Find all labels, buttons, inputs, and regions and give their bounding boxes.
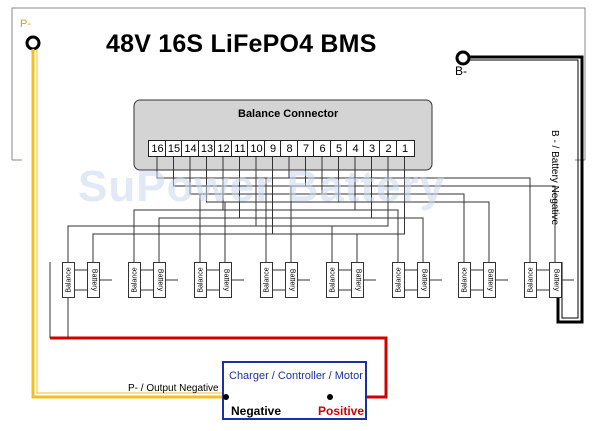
balance-lead-15 xyxy=(173,157,556,262)
balance-board-label: Balance xyxy=(263,267,270,293)
balance-board-label: Balance xyxy=(527,267,534,293)
positive-label: Positive xyxy=(318,404,365,418)
balance-lead-7 xyxy=(290,157,306,262)
negative-label: Negative xyxy=(231,404,282,418)
balance-pin-2: 2 xyxy=(379,140,398,157)
balance-lead-14 xyxy=(189,157,465,262)
battery-cell-label: Battery xyxy=(420,268,427,292)
balance-board-label: Balance xyxy=(329,267,336,293)
battery-cell-label: Battery xyxy=(156,268,163,292)
balance-board-label: Balance xyxy=(395,267,402,293)
battery-cell-label: Battery xyxy=(288,268,295,292)
balance-board-2: Balance xyxy=(128,262,141,298)
balance-pin-6: 6 xyxy=(313,140,332,157)
p-minus-label: P- xyxy=(20,18,31,30)
negative-terminal-dot xyxy=(223,394,229,400)
battery-cell-label: Battery xyxy=(552,268,559,292)
balance-board-7: Balance xyxy=(458,262,471,298)
balance-board-6: Balance xyxy=(392,262,405,298)
balance-board-label: Balance xyxy=(65,267,72,293)
output-negative-label: P- / Output Negative xyxy=(128,383,219,394)
battery-cell-label: Battery xyxy=(222,268,229,292)
balance-board-4: Balance xyxy=(260,262,273,298)
battery-negative-wire-inner xyxy=(469,59,579,319)
battery-cell-label: Battery xyxy=(486,268,493,292)
balance-board-label: Balance xyxy=(197,267,204,293)
output-negative-wire xyxy=(31,49,226,399)
balance-board-1: Balance xyxy=(62,262,75,298)
positive-terminal-dot xyxy=(327,394,333,400)
battery-negative-label: B - / Battery Negative xyxy=(549,130,560,226)
balance-pin-10: 10 xyxy=(247,140,266,157)
balance-lead-2 xyxy=(67,157,389,262)
watermark: SuPower Battery xyxy=(78,162,446,211)
load-title: Charger / Controller / Motor xyxy=(229,370,363,382)
balance-lead-13 xyxy=(206,157,490,262)
battery-cell-3: Battery xyxy=(219,262,232,298)
balance-pin-1: 1 xyxy=(395,140,415,157)
load-box xyxy=(222,361,367,420)
balance-board-8: Balance xyxy=(524,262,537,298)
battery-cell-4: Battery xyxy=(285,262,298,298)
battery-cell-label: Battery xyxy=(90,268,97,292)
battery-cell-6: Battery xyxy=(417,262,430,298)
balance-lead-16 xyxy=(156,157,531,262)
balance-board-5: Balance xyxy=(326,262,339,298)
balance-lead-1 xyxy=(92,157,405,262)
battery-cell-2: Battery xyxy=(153,262,166,298)
balance-board-label: Balance xyxy=(131,267,138,293)
battery-cell-label: Battery xyxy=(354,268,361,292)
balance-lead-8 xyxy=(265,157,290,262)
output-negative-wire-inner xyxy=(36,49,226,394)
balance-board-3: Balance xyxy=(194,262,207,298)
balance-lead-5 xyxy=(224,157,339,262)
battery-cell-5: Battery xyxy=(351,262,364,298)
balance-pin-13: 13 xyxy=(197,140,217,157)
balance-lead-4 xyxy=(133,157,356,262)
battery-cell-1: Battery xyxy=(87,262,100,298)
battery-negative-wire xyxy=(469,55,584,324)
battery-cell-7: Battery xyxy=(483,262,496,298)
balance-lead-wires xyxy=(49,157,574,338)
balance-lead-3 xyxy=(158,157,372,262)
p-minus-terminal xyxy=(25,35,41,51)
balance-lead-6 xyxy=(199,157,323,262)
balance-pin-16: 16 xyxy=(148,140,167,157)
b-minus-label: B- xyxy=(455,64,467,78)
balance-connector-title: Balance Connector xyxy=(238,108,339,120)
diagram-title: 48V 16S LiFePO4 BMS xyxy=(106,30,377,58)
battery-cell-8: Battery xyxy=(549,262,562,298)
balance-board-label: Balance xyxy=(461,267,468,293)
bms-outline xyxy=(11,7,586,160)
b-minus-terminal xyxy=(455,50,471,66)
